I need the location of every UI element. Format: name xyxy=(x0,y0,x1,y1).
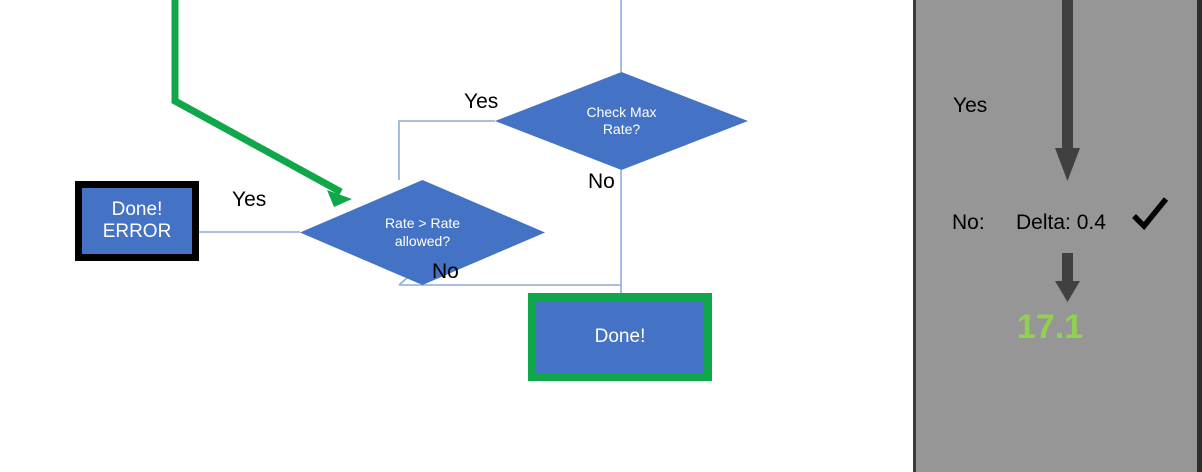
node-done-label: Done! xyxy=(594,325,646,347)
highlight-path-arrow xyxy=(171,0,352,207)
down-arrow-short-icon xyxy=(1055,253,1080,302)
edge-label-yes-from-max-rate: Yes xyxy=(464,90,499,113)
edge-label-no-from-rate-check: No xyxy=(432,260,459,283)
node-done-error[interactable]: Done! ERROR xyxy=(75,181,199,261)
node-done-error-line2: ERROR xyxy=(102,221,172,242)
panel-yes-label: Yes xyxy=(953,94,988,117)
node-rate-check[interactable]: Rate > Rate allowed? xyxy=(300,180,545,285)
edge-label-no-from-max-rate: No xyxy=(588,170,615,193)
panel-arrows xyxy=(1055,0,1080,302)
panel-result-value: 17.1 xyxy=(1016,308,1084,346)
panel-no-label: No: xyxy=(952,211,985,234)
connector-max-rate-yes xyxy=(398,120,495,180)
flowchart-canvas: Done! ERROR Rate > Rate allowed? xyxy=(75,0,748,381)
diamond-shape xyxy=(300,180,545,285)
node-done-error-label: Done! ERROR xyxy=(103,199,172,244)
down-arrow-long-icon xyxy=(1055,0,1080,181)
node-done[interactable]: Done! xyxy=(528,293,712,381)
node-done-error-line1: Done! xyxy=(111,198,163,220)
check-mark-icon xyxy=(1132,197,1169,231)
diamond-shape xyxy=(495,72,748,170)
edge-label-yes-to-done-error: Yes xyxy=(232,188,267,211)
node-max-rate[interactable]: Check Max Rate? xyxy=(495,72,748,170)
panel-delta-label: Delta: 0.4 xyxy=(1016,211,1106,234)
right-status-panel: Yes No: Delta: 0.4 17.1 xyxy=(913,0,1202,472)
